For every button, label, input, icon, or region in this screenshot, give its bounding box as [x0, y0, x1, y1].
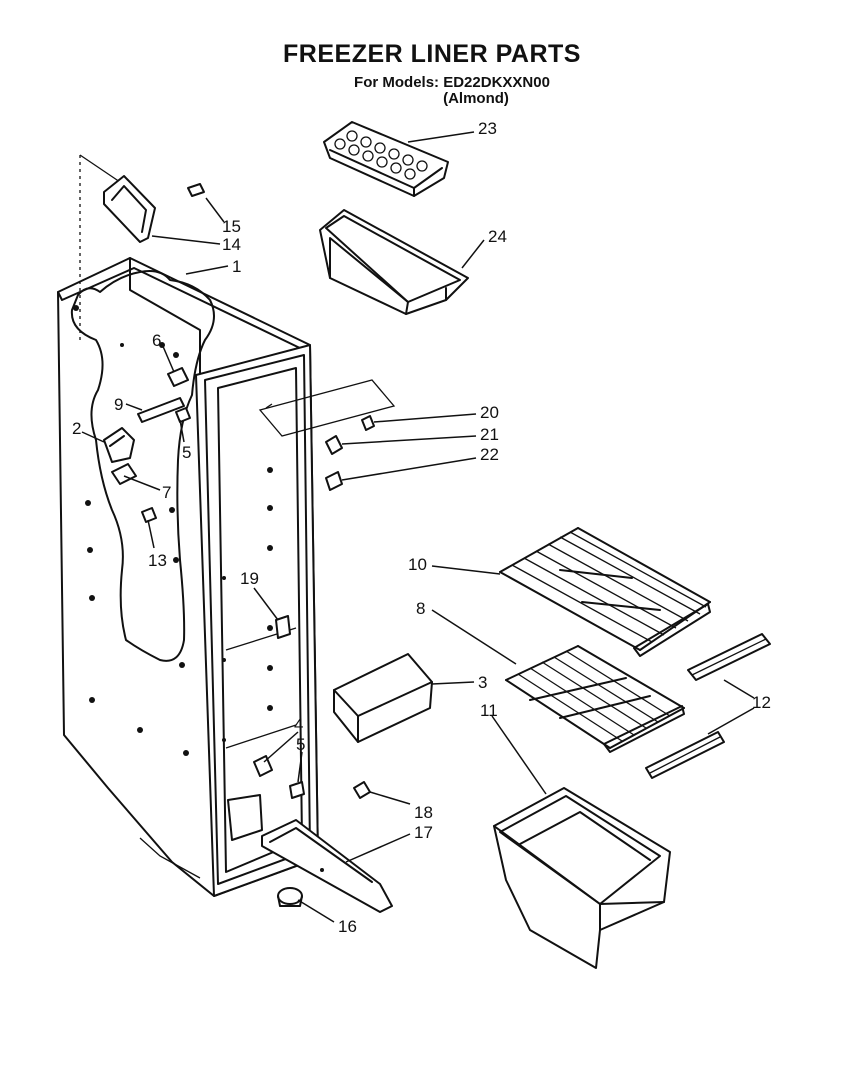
- callout-10: 10: [408, 555, 427, 574]
- callout-8: 8: [416, 599, 425, 618]
- bracket-17: [261, 819, 393, 913]
- callout-2: 2: [72, 419, 81, 438]
- callout-1: 1: [232, 257, 241, 276]
- bracket-4: [253, 755, 273, 777]
- models-line: For Models: ED22DKXXN00: [354, 74, 550, 91]
- callout-19: 19: [240, 569, 259, 588]
- callout-17: 17: [414, 823, 433, 842]
- rail-9: [137, 397, 185, 423]
- bracket-2: [103, 427, 135, 463]
- callout-18: 18: [414, 803, 433, 822]
- callout-16: 16: [338, 917, 357, 936]
- wire-shelf-10: [499, 527, 711, 657]
- screw-18: [353, 781, 371, 799]
- callout-20: 20: [480, 403, 499, 422]
- callout-21: 21: [480, 425, 499, 444]
- screw-5-upper: [175, 407, 191, 423]
- callout-5-lower: 5: [296, 735, 305, 754]
- clip-19: [275, 615, 291, 639]
- freezer-liner: [57, 154, 319, 897]
- leader-lines: [81, 131, 755, 923]
- shelf-rail-12-upper: [687, 633, 771, 681]
- color-line: (Almond): [443, 90, 509, 107]
- part-22: [325, 471, 343, 491]
- callout-23: 23: [478, 119, 497, 138]
- callout-9: 9: [114, 395, 123, 414]
- part-20: [361, 415, 375, 431]
- callout-13: 13: [148, 551, 167, 570]
- callout-12: 12: [752, 693, 771, 712]
- wire-shelf-8: [505, 645, 685, 753]
- callout-6: 6: [152, 331, 161, 350]
- door-bin-24: [319, 209, 469, 315]
- callout-15: 15: [222, 217, 241, 236]
- callout-4: 4: [294, 715, 303, 734]
- shelf-rail-12-lower: [645, 731, 725, 779]
- foot-16: [277, 887, 303, 907]
- bracket-14: [103, 175, 156, 243]
- basket-11: [493, 787, 671, 969]
- part-21: [325, 435, 343, 455]
- callout-22: 22: [480, 445, 499, 464]
- ice-tray-23: [323, 121, 449, 197]
- label-card: [258, 379, 396, 437]
- screw-5-lower: [289, 781, 305, 799]
- callout-11: 11: [480, 701, 498, 720]
- callout-14: 14: [222, 235, 241, 254]
- screw-15: [187, 183, 205, 197]
- callout-3: 3: [478, 673, 487, 692]
- callout-5-upper: 5: [182, 443, 191, 462]
- callout-7: 7: [162, 483, 171, 502]
- clip-6: [167, 367, 189, 387]
- screw-13: [141, 507, 157, 523]
- callout-24: 24: [488, 227, 507, 246]
- page-title: FREEZER LINER PARTS: [283, 40, 581, 68]
- shelf-support-3: [333, 653, 433, 743]
- callout-labels: 1 2 3 4 5 5 6 7 8 9 10 11 12 13 14 15 16…: [72, 119, 771, 936]
